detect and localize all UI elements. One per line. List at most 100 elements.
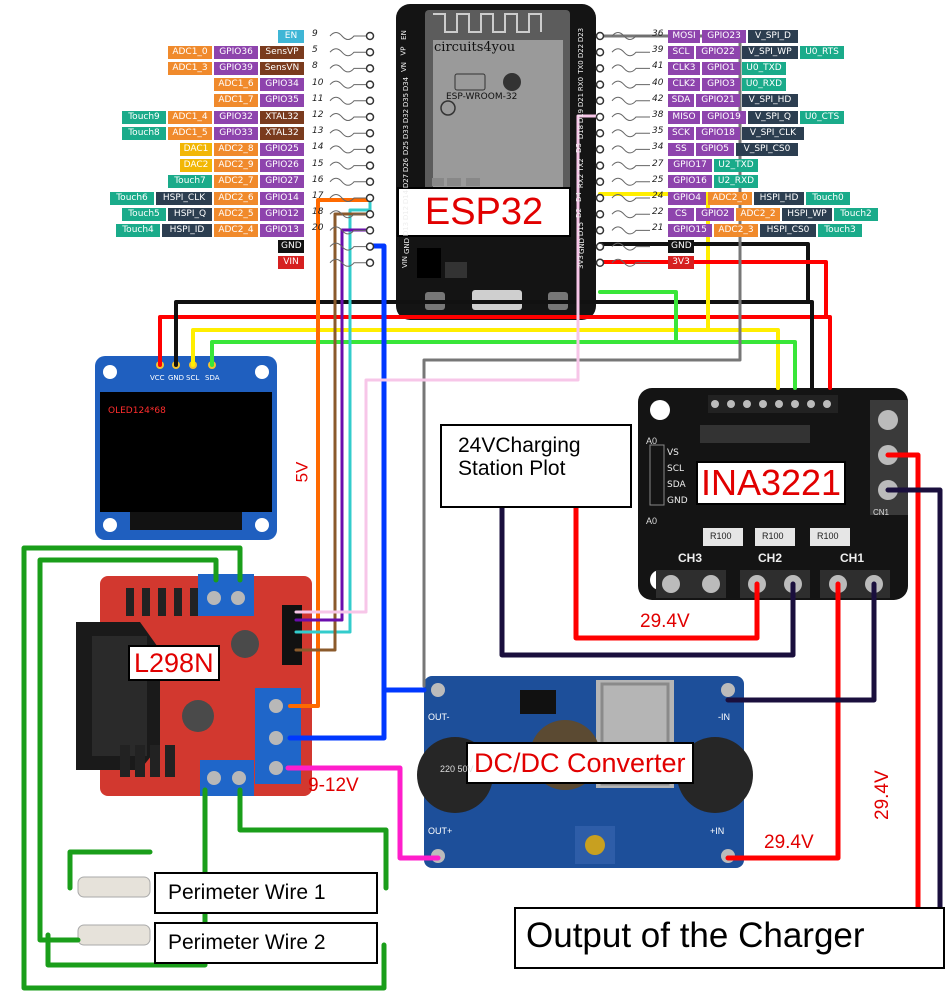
ina3221-a0-bottom: A0 [646,516,658,526]
pin-function-tag: HSPI_WP [782,207,832,221]
esp32-header-label: D4 [574,192,583,202]
esp32-header-label: TX0 [576,60,585,75]
pin-function-tag: Touch8 [122,126,166,140]
esp32-pin-lines [329,31,650,268]
wire-ch2-minus [499,502,796,658]
pin-function-tag: XTAL32 [260,126,304,140]
wire-brown [294,212,372,652]
pin-trace [329,80,366,89]
pin-function-tag: VIN [278,256,304,270]
pin-trace [611,177,650,186]
esp32-header-label: D34 [402,76,411,91]
header-pin [365,258,375,268]
pin-trace [611,210,650,219]
pin-trace [611,242,650,251]
wire-perimeter-d [237,787,389,891]
ina3221-channel-label: CH3 [678,551,703,565]
pin-trace [329,194,366,202]
wire-perimeter-e [67,849,153,891]
esp32-header-label: D26 [402,157,411,172]
pin-trace [611,145,650,154]
pin-function-tag: GND [278,240,304,254]
pin-trace [329,226,366,235]
pin-function-tag: GPIO32 [214,110,258,124]
pin-function-tag: GPIO21 [696,94,740,108]
pin-function-tag: Touch5 [122,207,166,221]
esp32-header-label: D27 [402,173,411,188]
ina3221-cn-label: CN1 [873,508,890,517]
header-pin [365,112,375,122]
esp32-header-label: D18 [577,125,586,140]
pin-function-tag: SensVN [260,61,304,75]
pin-function-tag: GPIO16 [668,175,712,189]
wires [21,34,943,991]
esp32-header-label: D14 [402,189,411,205]
header-pin [365,177,375,187]
dcdc-in-minus: -IN [718,712,730,722]
ina3221-channel-label: CH2 [758,551,783,565]
esp32-header-label: D25 [402,141,411,156]
oled-pin-label: SDA [205,374,220,382]
pin-trace [329,210,366,219]
pin-trace [611,64,650,73]
pin-function-tag: U2_TXD [714,159,758,173]
pin-function-tag: GPIO3 [702,78,740,92]
wire-oled-scl [191,328,780,390]
ina3221-pin-label: GND [667,496,688,506]
pin-function-tag: V_SPI_Q [748,110,798,124]
esp32-title: ESP32 [424,191,544,233]
pin-function-tag: MISO [668,110,700,124]
pin-function-tag: GPIO2 [696,207,734,221]
oled-pin-label: GND [168,374,185,382]
pin-number: 36 [652,29,664,39]
esp32-header-label: D12 [402,206,411,221]
pin-function-tag: GPIO23 [702,29,746,43]
pin-function-tag: SDA [668,94,694,108]
ina3221-title: INA3221 [696,461,846,505]
pin-function-tag: CLK2 [668,78,700,92]
pin-function-tag: U0_CTS [800,110,844,124]
wire-pink [294,114,602,614]
pin-function-tag: V_SPI_CLK [742,126,804,140]
esp32-header-label: VIN [401,255,410,268]
pin-function-tag: ADC1_5 [168,126,212,140]
pin-number: 25 [652,174,664,185]
pin-function-tag: HSPI_CS0 [760,223,816,237]
pin-function-tag: HSPI_HD [754,191,804,205]
pin-function-tag: ADC2_9 [214,159,258,173]
pin-function-tag: GPIO1 [702,61,740,75]
pin-function-tag: ADC1_7 [214,94,258,108]
pin-trace [611,80,650,89]
voltage-29-4v-ch2: 29.4V [640,611,690,632]
header-pin [595,128,605,138]
header-pin [365,80,375,89]
voltage-29-4v-ch1: 29.4V [764,832,814,853]
pin-function-tag: U0_RXD [742,78,786,92]
pin-function-tag: V_SPI_HD [742,94,798,108]
wire-cn-minus [885,487,943,913]
pin-function-tag: GPIO4 [668,191,706,205]
pin-number: 27 [652,158,664,169]
pin-function-tag: V_SPI_WP [742,45,798,59]
esp32-header-label: D22 [577,44,586,59]
ina3221-a0-top: A0 [646,436,658,446]
pin-number: 40 [652,77,664,88]
pin-function-tag: MOSI [668,29,700,43]
pin-function-tag: SCK [668,126,694,140]
pin-number: 11 [312,93,324,104]
charging-station-label: 24VCharging Station Plot [440,424,632,508]
pin-function-tag: ADC1_6 [214,78,258,92]
esp32-header-label: D15 [577,222,586,237]
wire-purple [294,228,372,622]
pin-number: 15 [312,158,324,169]
pin-function-tag: ADC2_5 [214,207,258,221]
header-pin [365,242,375,251]
dcdc-out-minus: OUT- [428,712,450,722]
header-pin [365,96,375,106]
pin-trace [611,258,650,267]
pin-number: 10 [312,77,324,88]
pin-function-tag: GPIO34 [260,78,304,92]
pin-number: 17 [312,191,324,201]
pin-trace [329,145,366,154]
voltage-5v: 5V [292,461,312,483]
